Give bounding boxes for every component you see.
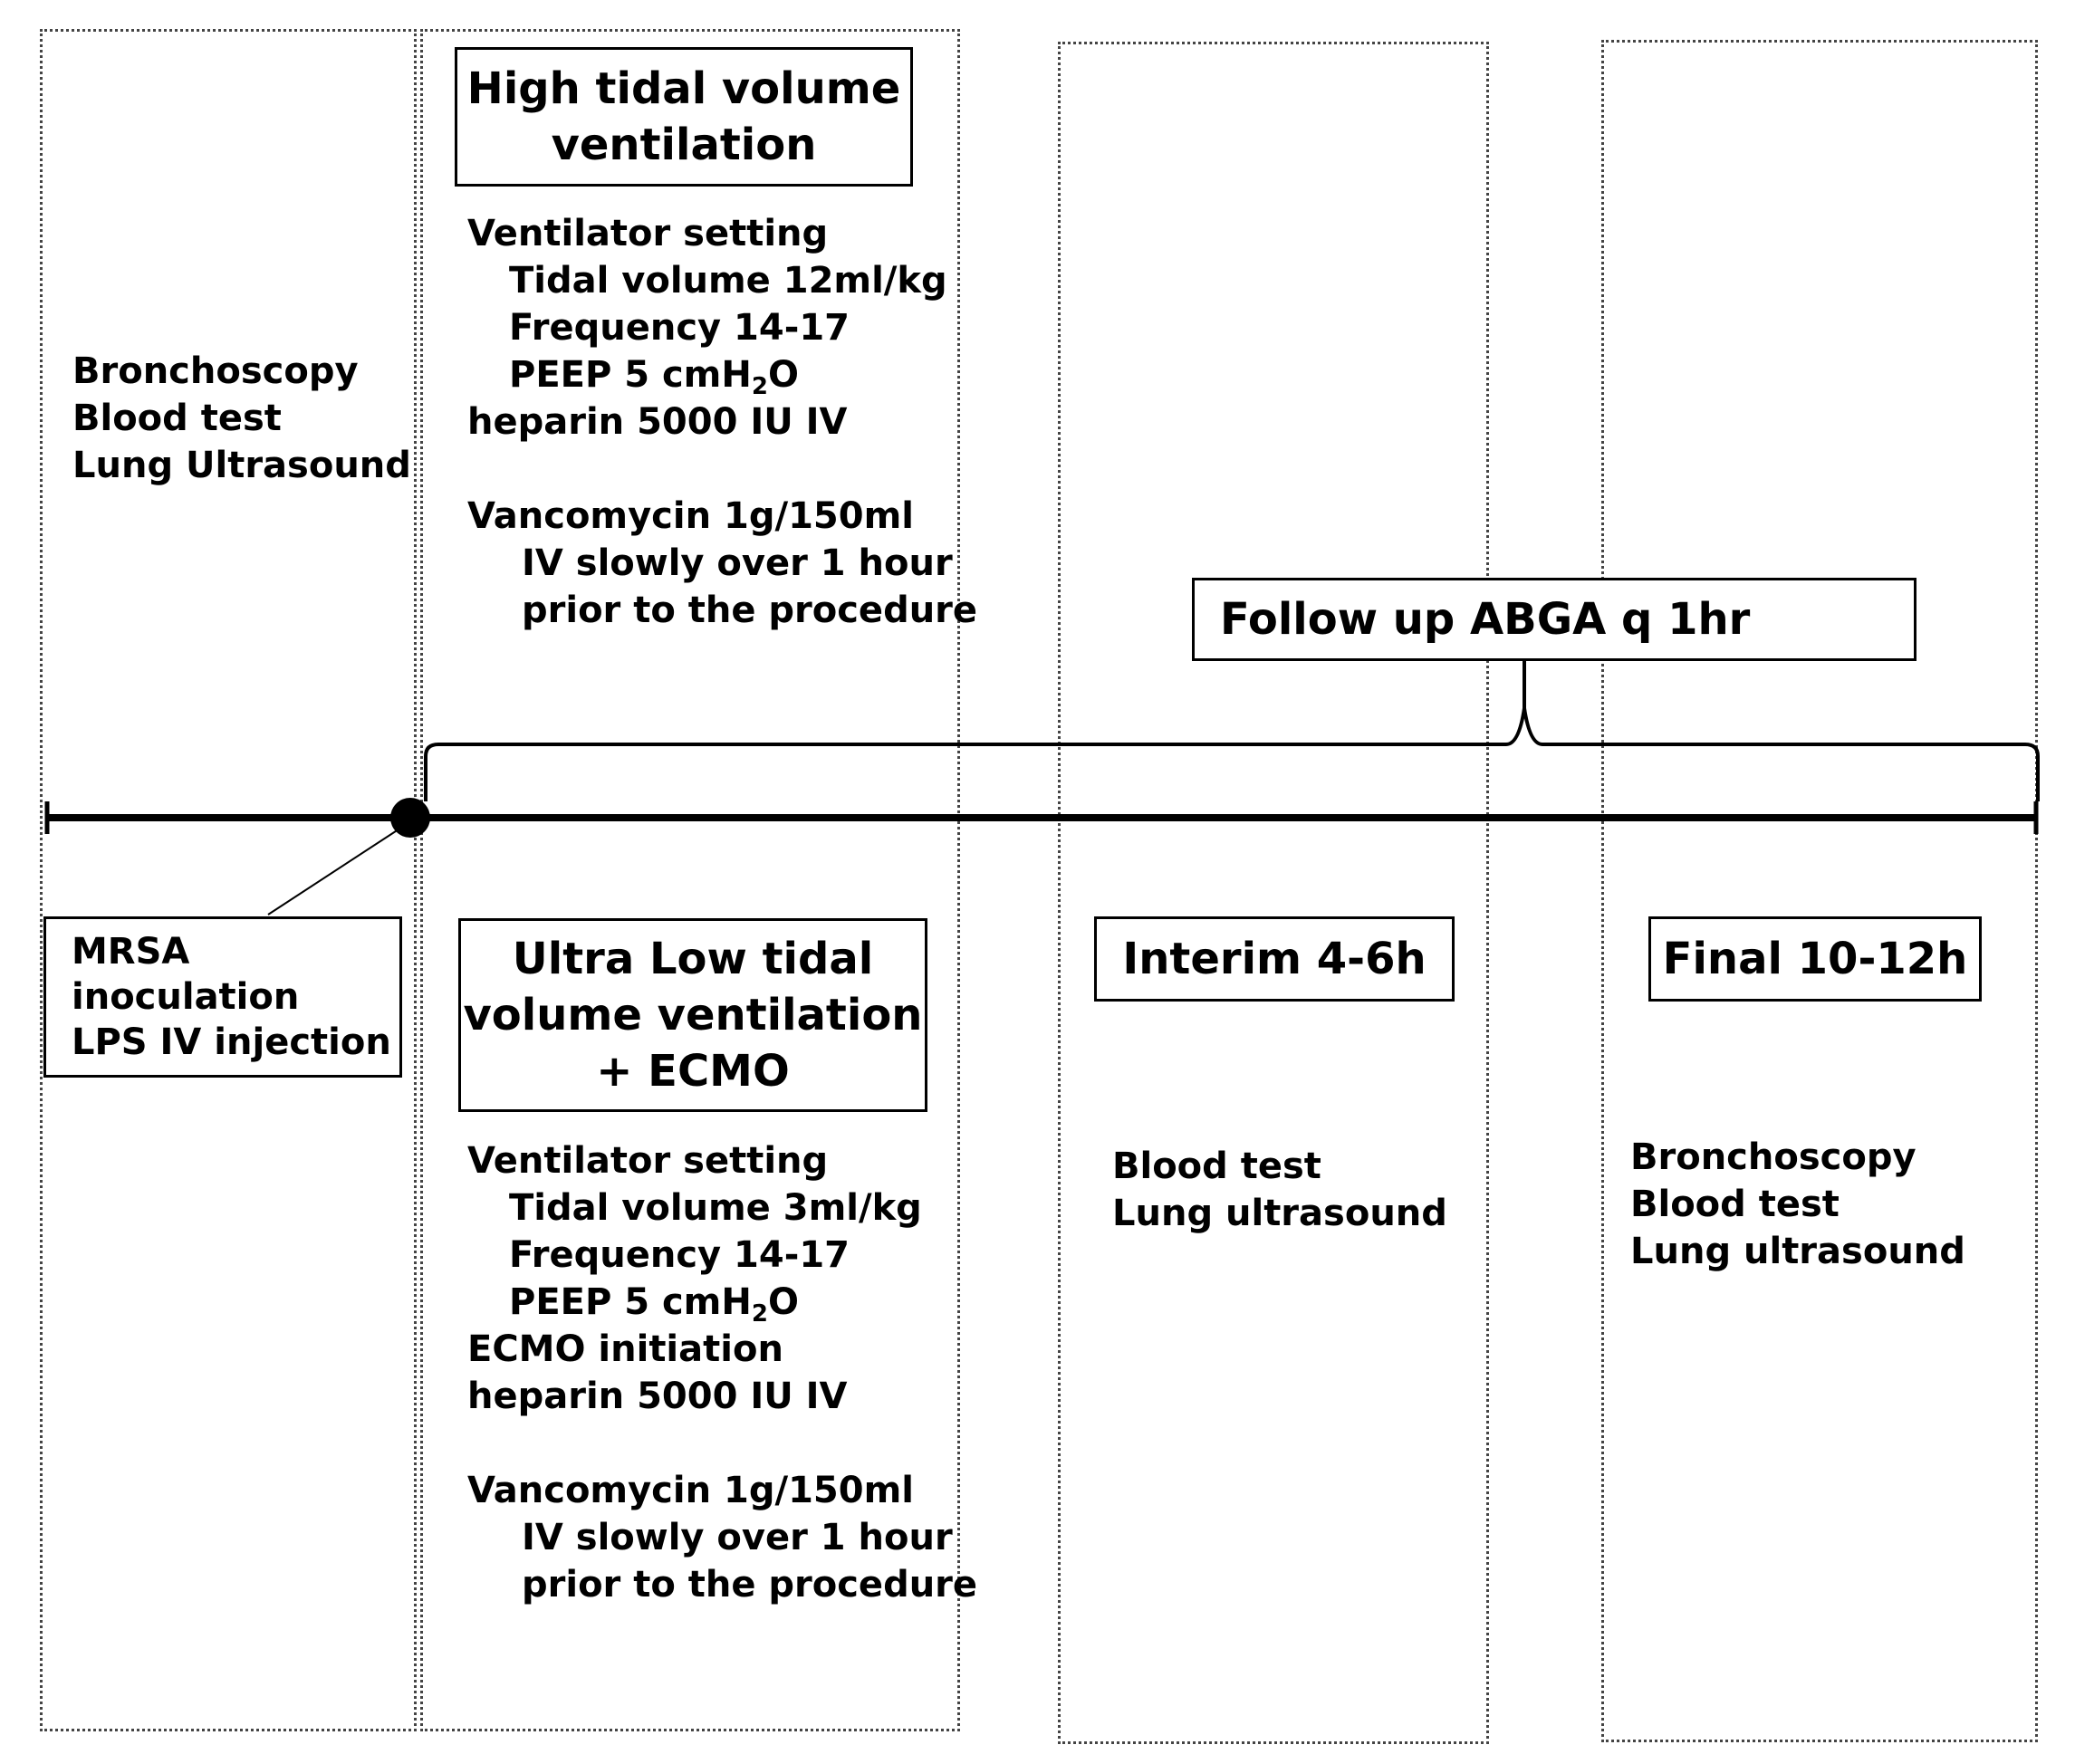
final-step: Lung ultrasound	[1630, 1231, 1965, 1272]
ventilator-setting-heading: Ventilator setting	[467, 213, 829, 254]
final-step: Blood test	[1630, 1184, 1840, 1225]
baseline-step: Bronchoscopy	[72, 350, 359, 392]
ultra-low-title-line: Ultra Low tidal	[512, 934, 874, 984]
vancomycin-dose: Vancomycin 1g/150ml	[467, 495, 914, 537]
ultra-low-settings: Ventilator setting Tidal volume 3ml/kg F…	[467, 1137, 977, 1608]
phase-column-final	[1601, 40, 2038, 1742]
interim-title-box: Interim 4-6h	[1094, 916, 1455, 1002]
phase-column-interim	[1058, 42, 1489, 1744]
frequency-setting: Frequency 14-17	[509, 307, 850, 349]
vancomycin-instruction: prior to the procedure	[522, 1564, 978, 1606]
heparin-dose: heparin 5000 IU IV	[467, 1376, 848, 1417]
inoculation-line: inoculation	[72, 976, 300, 1018]
tidal-volume-setting: Tidal volume 12ml/kg	[509, 260, 947, 302]
frequency-setting: Frequency 14-17	[509, 1234, 850, 1276]
inoculation-box: MRSA inoculation LPS IV injection	[43, 916, 402, 1078]
followup-label: Follow up ABGA q 1hr	[1220, 594, 1751, 645]
final-steps: Bronchoscopy Blood test Lung ultrasound	[1630, 1134, 1965, 1275]
high-tidal-title-line: ventilation	[551, 120, 817, 170]
high-tidal-title-line: High tidal volume	[466, 63, 901, 114]
vancomycin-instruction: IV slowly over 1 hour	[522, 1517, 953, 1558]
baseline-step: Blood test	[72, 398, 282, 439]
followup-brace	[424, 659, 2040, 801]
inoculation-line: LPS IV injection	[72, 1021, 391, 1063]
baseline-step: Lung Ultrasound	[72, 445, 411, 486]
interim-title: Interim 4-6h	[1122, 934, 1427, 984]
interim-step: Blood test	[1112, 1146, 1321, 1187]
vancomycin-instruction: prior to the procedure	[522, 590, 978, 631]
interim-steps: Blood test Lung ultrasound	[1112, 1143, 1447, 1237]
ultra-low-title-line: + ECMO	[596, 1046, 790, 1097]
final-step: Bronchoscopy	[1630, 1136, 1916, 1178]
heparin-dose: heparin 5000 IU IV	[467, 401, 848, 443]
ventilator-setting-heading: Ventilator setting	[467, 1140, 829, 1182]
peep-setting: PEEP 5 cmH2O	[509, 354, 799, 400]
high-tidal-title-box: High tidal volume ventilation	[455, 47, 913, 187]
ecmo-initiation: ECMO initiation	[467, 1328, 783, 1370]
final-title: Final 10-12h	[1662, 934, 1968, 984]
ultra-low-title-line: volume ventilation	[463, 990, 923, 1040]
phase-column-baseline	[40, 29, 417, 1731]
final-title-box: Final 10-12h	[1648, 916, 1982, 1002]
high-tidal-settings: Ventilator setting Tidal volume 12ml/kg …	[467, 210, 977, 634]
phase-column-intervention	[420, 29, 960, 1731]
ultra-low-title-box: Ultra Low tidal volume ventilation + ECM…	[458, 918, 927, 1112]
followup-box: Follow up ABGA q 1hr	[1192, 578, 1916, 661]
peep-setting: PEEP 5 cmH2O	[509, 1281, 799, 1328]
interim-step: Lung ultrasound	[1112, 1193, 1447, 1234]
inoculation-line: MRSA	[72, 931, 190, 973]
tidal-volume-setting: Tidal volume 3ml/kg	[509, 1187, 922, 1229]
vancomycin-dose: Vancomycin 1g/150ml	[467, 1470, 914, 1511]
inoculation-connector	[267, 825, 405, 916]
baseline-steps: Bronchoscopy Blood test Lung Ultrasound	[72, 348, 411, 489]
vancomycin-instruction: IV slowly over 1 hour	[522, 542, 953, 584]
